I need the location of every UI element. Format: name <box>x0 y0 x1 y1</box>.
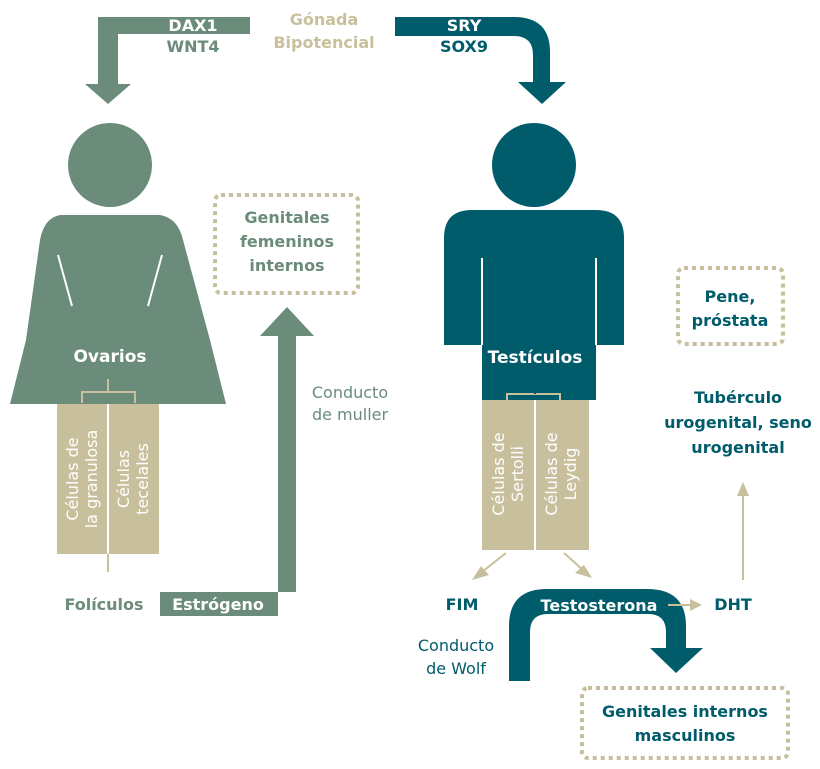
granulosa-cells-line-2: la granulosa <box>82 430 101 529</box>
ovaries-label: Ovarios <box>73 347 146 367</box>
theca-cells-line-2: tecelales <box>133 443 152 515</box>
female-genes-line-2: WNT4 <box>166 37 219 56</box>
urogenital-tubercle-line-2: urogenital, seno <box>664 413 812 432</box>
penis-prostate-line-1: Pene, <box>705 287 756 306</box>
female-figure <box>10 123 226 404</box>
follicles-label: Folículos <box>64 595 143 614</box>
estrogen-label: Estrógeno <box>172 595 264 614</box>
sertoli-to-fim-arrow <box>472 552 507 580</box>
male-figure <box>444 123 624 400</box>
urogenital-tubercle-line-1: Tubérculo <box>694 388 782 407</box>
female-genitals-line-1: Genitales <box>244 208 329 227</box>
male-body <box>444 210 624 400</box>
wolffian-duct-line-2: de Wolf <box>426 659 486 678</box>
theca-cells-line-1: Células <box>114 450 133 508</box>
male-genitals-line-1: Genitales internos <box>602 702 768 721</box>
female-pathway-arrow <box>85 17 250 104</box>
female-genitals-line-2: femeninos <box>240 232 334 251</box>
wolffian-duct-line-1: Conducto <box>418 636 494 655</box>
sertoli-cells-line-1: Células de <box>489 432 508 515</box>
female-genitals-line-3: internos <box>249 256 324 275</box>
penis-prostate-line-2: próstata <box>692 311 769 330</box>
mullerian-duct-line-1: Conducto <box>312 383 388 402</box>
female-body <box>10 215 226 404</box>
bipotential-gonad-line-2: Bipotencial <box>273 33 374 52</box>
mullerian-duct-line-2: de muller <box>312 405 389 424</box>
dht-to-tubercle-arrow <box>737 482 749 580</box>
dht-label: DHT <box>714 595 752 614</box>
testosterone-arrow <box>509 589 703 681</box>
external-genitals-box <box>676 266 785 346</box>
granulosa-cells-line-1: Células de <box>63 437 82 520</box>
testosterone-to-dht-arrow <box>668 599 702 611</box>
female-genes-line-1: DAX1 <box>168 16 217 35</box>
male-genes-line-2: SOX9 <box>440 37 488 56</box>
male-head <box>492 123 576 207</box>
leydig-cells-line-2: Leydig <box>561 448 580 501</box>
male-pathway-arrow <box>395 17 566 104</box>
testicles-label: Testículos <box>488 348 583 368</box>
fim-label: FIM <box>446 595 479 614</box>
estrogen-arrow <box>160 307 314 616</box>
sertoli-cells-line-2: Sertolli <box>508 446 527 502</box>
female-internal-genitals-box <box>213 193 360 295</box>
urogenital-tubercle-line-3: urogenital <box>691 438 784 457</box>
female-head <box>68 123 152 207</box>
bipotential-gonad-line-1: Gónada <box>290 10 359 29</box>
leydig-to-testosterone-arrow <box>563 552 592 578</box>
testosterone-label: Testosterona <box>541 596 658 615</box>
male-internal-genitals-box <box>580 686 790 760</box>
male-genitals-line-2: masculinos <box>635 726 736 745</box>
leydig-cells-line-1: Células de <box>542 432 561 515</box>
male-genes-line-1: SRY <box>447 16 482 35</box>
